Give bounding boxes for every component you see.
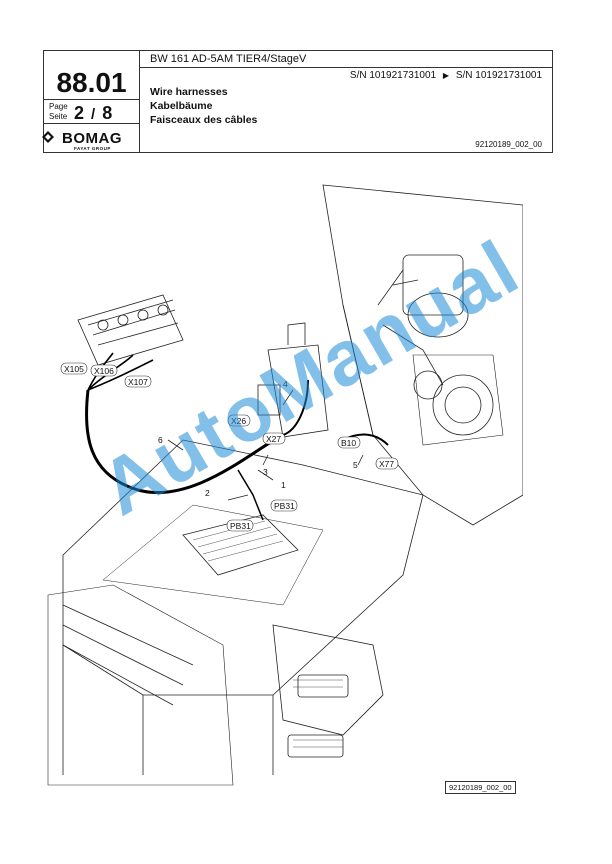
serial-to: S/N 101921731001 [455, 70, 542, 81]
callout-x77: X77 [379, 459, 394, 469]
callout-x26: X26 [231, 416, 246, 426]
page-indicator: 2 / 8 [74, 103, 113, 124]
callout-6: 6 [158, 435, 163, 445]
title-de: Kabelbäume [150, 100, 213, 112]
callout-x106: X106 [94, 366, 114, 376]
page-total: 8 [102, 103, 114, 123]
callout-pb31-upper: PB31 [274, 501, 295, 511]
callout-pb31-lower: PB31 [230, 521, 251, 531]
model-name: BW 161 AD-5AM TIER4/StageV [150, 53, 307, 65]
divider [44, 123, 139, 124]
page-label-de: Seite [49, 112, 68, 121]
doc-number: 92120189_002_00 [475, 140, 542, 149]
divider [139, 67, 552, 68]
divider [44, 99, 139, 100]
serial-from: S/N 101921731001 [349, 70, 437, 81]
callout-5: 5 [353, 460, 358, 470]
callout-3: 3 [263, 467, 268, 477]
title-en: Wire harnesses [150, 86, 228, 98]
callout-2: 2 [205, 488, 210, 498]
serial-arrow-icon: ▶ [442, 71, 450, 80]
title-block: BW 161 AD-5AM TIER4/StageV 88.01 Page Se… [42, 50, 553, 153]
callout-labels: X105 X106 X107 X26 X27 B10 X77 PB31 PB31… [60, 362, 399, 532]
bomag-logo: BOMAG FAYAT GROUP [42, 130, 122, 151]
bomag-logo-icon [42, 131, 54, 143]
callout-x27: X27 [266, 434, 281, 444]
page-separator: / [91, 106, 97, 123]
page-labels: Page Seite [49, 102, 68, 122]
page-number: 2 [74, 103, 86, 123]
section-code: 88.01 [56, 67, 127, 98]
divider [139, 51, 140, 152]
wiring-illustration: X105 X106 X107 X26 X27 B10 X77 PB31 PB31… [47, 184, 523, 786]
page-label-en: Page [49, 102, 68, 111]
callout-x105: X105 [64, 364, 84, 374]
callout-x107: X107 [128, 377, 148, 387]
callout-4: 4 [283, 379, 288, 389]
title-fr: Faisceaux des câbles [150, 114, 258, 126]
logo-subtext: FAYAT GROUP [74, 146, 111, 151]
callout-b10: B10 [341, 438, 356, 448]
callout-1: 1 [281, 480, 286, 490]
figure-id: 92120189_002_00 [445, 781, 516, 794]
logo-text: BOMAG [62, 130, 122, 147]
serial-range: S/N 101921731001 ▶ S/N 101921731001 [350, 70, 542, 81]
